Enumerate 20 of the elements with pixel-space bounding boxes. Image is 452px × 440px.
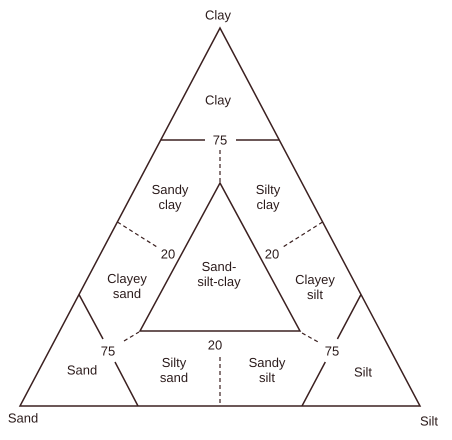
vertex-label: Sand — [8, 410, 38, 426]
region-label: Silty clay — [256, 182, 280, 212]
percentage-label: 75 — [324, 344, 340, 358]
percentage-label: 20 — [208, 338, 222, 352]
region-label: Silty sand — [160, 355, 188, 385]
percentage-label: 75 — [100, 344, 116, 358]
region-label: Sand — [66, 362, 98, 378]
region-label: Silt — [354, 364, 372, 380]
region-label: Sandy clay — [152, 182, 188, 212]
region-label: Clayey sand — [107, 271, 147, 301]
percentage-label: 75 — [212, 132, 228, 148]
percentage-label: 20 — [160, 246, 176, 262]
region-label: Sandy silt — [248, 355, 286, 385]
percentage-label: 20 — [264, 246, 280, 262]
vertex-label: Silt — [420, 414, 438, 428]
vertex-label: Clay — [205, 8, 231, 22]
region-label: Sand-silt-clay — [196, 259, 242, 289]
region-label: Clay — [205, 92, 231, 108]
ternary-triangle — [20, 28, 420, 406]
region-label: Clayey silt — [295, 272, 335, 302]
